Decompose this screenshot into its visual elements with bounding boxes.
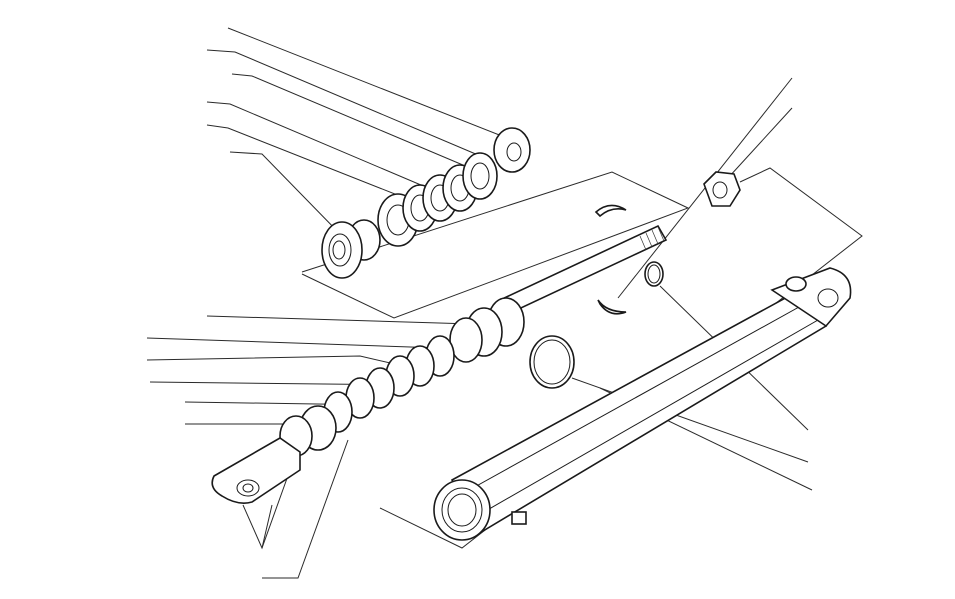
rod-end-clevis <box>211 437 301 504</box>
washer-top <box>493 127 531 173</box>
cylinder-barrel <box>433 267 852 541</box>
o-ring-small <box>644 261 664 287</box>
piston-seal-stack <box>279 297 525 457</box>
retaining-clip-bottom <box>597 299 627 315</box>
group-outlines <box>301 167 863 549</box>
packing-rings <box>402 152 498 232</box>
piston-rod <box>498 224 668 316</box>
hex-nut <box>703 171 741 207</box>
retaining-clip-top <box>594 204 627 218</box>
o-ring-large <box>529 335 575 389</box>
gland-bolt <box>321 219 381 279</box>
